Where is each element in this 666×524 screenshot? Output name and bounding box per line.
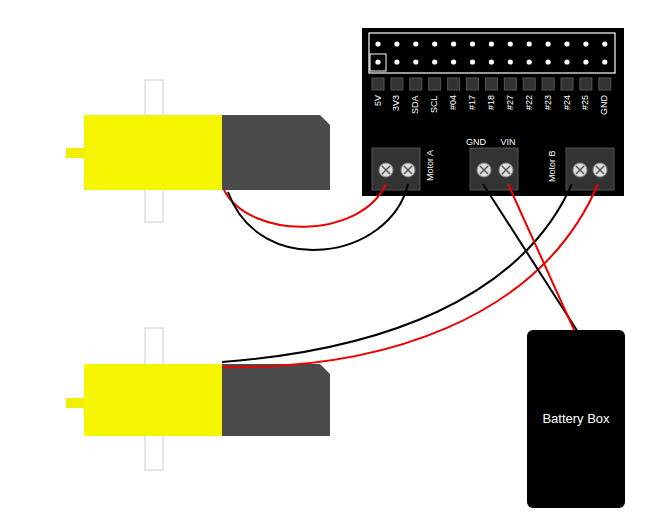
motor-gearbox (84, 115, 224, 190)
pin (508, 41, 513, 46)
pin-label: #17 (467, 95, 478, 110)
pin (432, 41, 437, 46)
pin (527, 41, 532, 46)
pin (583, 59, 588, 64)
screw-slot (576, 166, 584, 174)
pin-pad (580, 78, 592, 90)
pin-pad (372, 78, 384, 90)
motor-shaft (66, 398, 86, 408)
pin-label: #23 (543, 95, 554, 110)
motor-shaft (66, 148, 86, 158)
pin (375, 59, 380, 64)
pin (394, 59, 399, 64)
pin (602, 41, 607, 46)
pin (470, 59, 475, 64)
pin-1-marker (370, 54, 386, 71)
screw-slot (382, 166, 390, 174)
driver-board (362, 28, 624, 196)
screw-slot (480, 166, 488, 174)
wire-red (224, 184, 386, 227)
pin-label: SDA (410, 95, 421, 114)
pin-label: #27 (505, 95, 516, 110)
pin-label: #25 (580, 95, 591, 110)
pin (375, 41, 380, 46)
pin (564, 59, 569, 64)
pin (546, 59, 551, 64)
pin (508, 59, 513, 64)
pin-pad (467, 78, 479, 90)
screw-slot (382, 166, 390, 174)
terminal-block (372, 148, 420, 190)
screw-slot (576, 166, 584, 174)
terminal-block (470, 148, 518, 190)
terminal-label: VIN (500, 137, 515, 148)
pin-label: SCL (429, 95, 440, 113)
screw-slot (404, 166, 412, 174)
pin-pad (523, 78, 535, 90)
pin-label: #04 (448, 95, 459, 110)
motor-body (222, 115, 330, 190)
pin-label: Motor A (425, 150, 436, 181)
screw-slot (502, 166, 510, 174)
pin-pad (410, 78, 422, 90)
pin (602, 59, 607, 64)
motor-gearbox (84, 364, 224, 436)
pin-pad (542, 78, 554, 90)
pin (527, 59, 532, 64)
pin (470, 41, 475, 46)
wire-red (508, 184, 575, 332)
pin-pad (561, 78, 573, 90)
terminal-screw (593, 163, 607, 177)
pin (546, 41, 551, 46)
screw-slot (596, 166, 604, 174)
wire-black (228, 184, 408, 250)
pin (451, 41, 456, 46)
pin-pad (429, 78, 441, 90)
terminal-screw (499, 163, 513, 177)
pin (432, 59, 437, 64)
pin-pad (599, 78, 611, 90)
screw-slot (404, 166, 412, 174)
pin-label: GND (599, 95, 610, 115)
wire-black (483, 184, 578, 332)
pin-pad (448, 78, 460, 90)
terminal-screw (401, 163, 415, 177)
pin (583, 41, 588, 46)
pin (394, 41, 399, 46)
pin (451, 59, 456, 64)
pin-label: Motor B (547, 150, 558, 182)
screw-slot (502, 166, 510, 174)
pins (372, 41, 611, 90)
pin-header (369, 33, 615, 73)
battery-box: Battery Box (527, 330, 625, 508)
pin (564, 41, 569, 46)
pin-label: #22 (524, 95, 535, 110)
pin (489, 59, 494, 64)
pin (413, 41, 418, 46)
pin-label: 3V3 (391, 95, 402, 111)
pin-pad (485, 78, 497, 90)
pin-label: #18 (486, 95, 497, 110)
terminal-label: GND (466, 137, 486, 148)
terminal-screw (477, 163, 491, 177)
screw-slot (596, 166, 604, 174)
pin-label: #24 (562, 95, 573, 110)
pin-label: 5V (373, 95, 384, 106)
pin-pad (391, 78, 403, 90)
battery-label: Battery Box (542, 411, 609, 427)
motor-body (222, 364, 330, 436)
terminal-screw (379, 163, 393, 177)
pin-pad (504, 78, 516, 90)
pin (489, 41, 494, 46)
screws (379, 163, 607, 177)
screw-slot (480, 166, 488, 174)
pin (413, 59, 418, 64)
terminal-block (566, 148, 614, 190)
terminal-screw (573, 163, 587, 177)
